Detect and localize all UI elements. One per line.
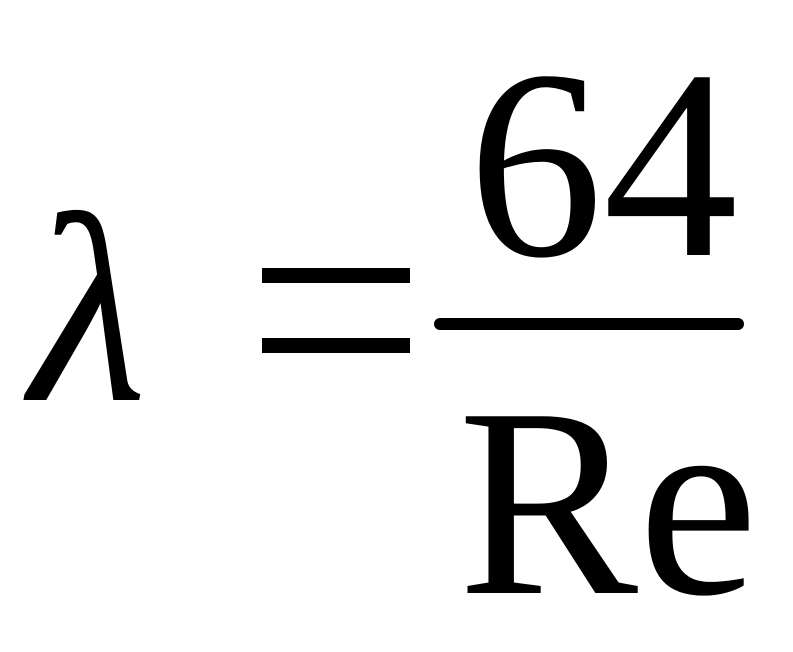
equals-bar-bottom [262,338,410,353]
lambda-symbol: λ [30,160,147,459]
equals-bar-top [262,268,410,283]
equation: λ 64 Re [30,15,758,652]
fraction-denominator: Re [458,353,758,652]
fraction-numerator: 64 [468,15,738,314]
fraction-bar [434,318,744,330]
equals-sign [262,268,410,354]
